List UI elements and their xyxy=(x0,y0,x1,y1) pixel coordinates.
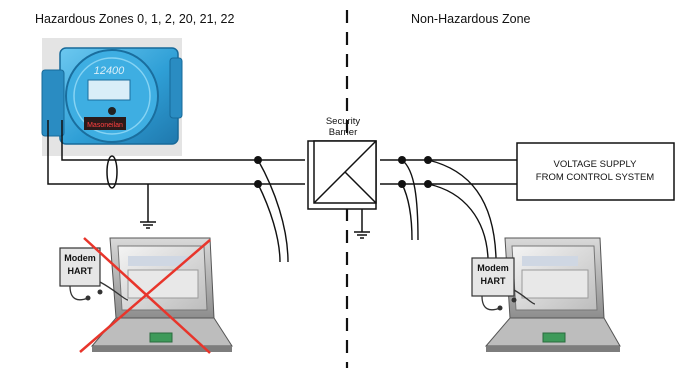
left-hart-modem: Modem HART xyxy=(59,247,129,301)
non-hazardous-zone-label: Non-Hazardous Zone xyxy=(411,12,531,26)
left-hart-leads xyxy=(257,159,289,263)
right-modem-label-line2: HART xyxy=(481,276,506,286)
right-modem-label-line1: Modem xyxy=(477,263,509,273)
right-hart-station: Modem HART xyxy=(471,237,621,352)
voltage-supply-box: VOLTAGE SUPPLY FROM CONTROL SYSTEM xyxy=(516,142,675,201)
security-barrier: Security Barrier xyxy=(307,116,377,210)
right-hart-modem: Modem HART xyxy=(471,257,536,311)
right-hart-leads xyxy=(401,159,497,259)
left-modem-label-line2: HART xyxy=(68,266,93,276)
barrier-label-line2: Barrier xyxy=(329,127,358,138)
barrier-label-line1: Security xyxy=(326,116,361,127)
not-allowed-cross-icon xyxy=(79,237,211,354)
supply-label-line1: VOLTAGE SUPPLY xyxy=(554,159,638,170)
left-modem-label-line1: Modem xyxy=(64,253,96,263)
hazardous-zone-label: Hazardous Zones 0, 1, 2, 20, 21, 22 xyxy=(35,12,234,26)
right-laptop xyxy=(484,237,621,352)
left-hart-station: Modem HART xyxy=(59,237,233,354)
left-laptop xyxy=(90,237,233,352)
transmitter-display-text: 12400 xyxy=(94,65,125,77)
transmitter-device: 12400 Masoneilan xyxy=(41,38,183,156)
transmitter-brand-text: Masoneilan xyxy=(87,122,123,129)
supply-label-line2: FROM CONTROL SYSTEM xyxy=(536,172,654,183)
